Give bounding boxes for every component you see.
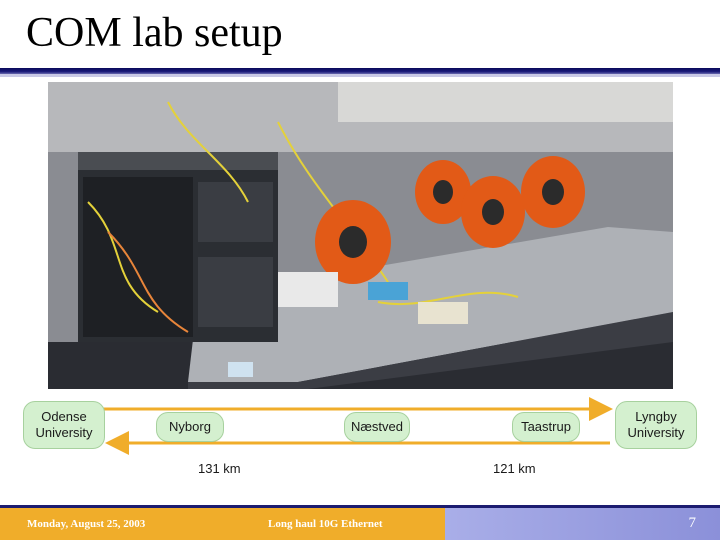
fiber-spool-hub — [482, 199, 504, 225]
rack-fan-panel — [198, 257, 273, 327]
footer-topic: Long haul 10G Ethernet — [268, 518, 383, 530]
optical-table-edge — [188, 312, 673, 389]
rack-top — [78, 152, 278, 170]
device — [368, 282, 408, 300]
fiber-spool-hub — [542, 179, 564, 205]
rack-ports — [83, 177, 193, 337]
node-nyborg-label: Nyborg — [169, 419, 211, 435]
device — [418, 302, 468, 324]
fiber-cable — [107, 231, 189, 333]
network-diagram — [100, 397, 613, 455]
fiber-cable — [87, 201, 159, 313]
node-naestved: Næstved — [344, 412, 410, 442]
title-rule — [0, 68, 720, 74]
distance-label-left: 131 km — [198, 461, 241, 476]
device — [228, 362, 253, 377]
node-odense-label: Odense University — [35, 409, 93, 440]
title-rule-shadow — [0, 74, 720, 77]
footer-rule — [0, 505, 720, 508]
photo-shelf — [338, 82, 673, 122]
rack-fan-panel — [198, 182, 273, 242]
node-naestved-label: Næstved — [350, 419, 404, 435]
node-odense: Odense University — [23, 401, 105, 449]
fiber-spool-hub — [339, 226, 367, 258]
footer-left-band — [0, 508, 445, 540]
fiber-cable — [167, 101, 249, 203]
node-nyborg: Nyborg — [156, 412, 224, 442]
distance-label-right: 121 km — [493, 461, 536, 476]
node-lyngby: Lyngby University — [615, 401, 697, 449]
node-taastrup-label: Taastrup — [521, 419, 571, 435]
node-taastrup: Taastrup — [512, 412, 580, 442]
lab-photo-drawing — [48, 82, 673, 389]
footer-date: Monday, August 25, 2003 — [27, 518, 146, 530]
slide-title: COM lab setup — [26, 10, 283, 56]
page-number: 7 — [688, 515, 697, 531]
node-lyngby-label: Lyngby University — [627, 409, 685, 440]
footer-right-band — [445, 508, 720, 540]
fiber-spool-hub — [433, 180, 453, 204]
lab-photo-image — [48, 82, 673, 389]
fiber-cable — [377, 291, 519, 306]
paper — [278, 272, 338, 307]
